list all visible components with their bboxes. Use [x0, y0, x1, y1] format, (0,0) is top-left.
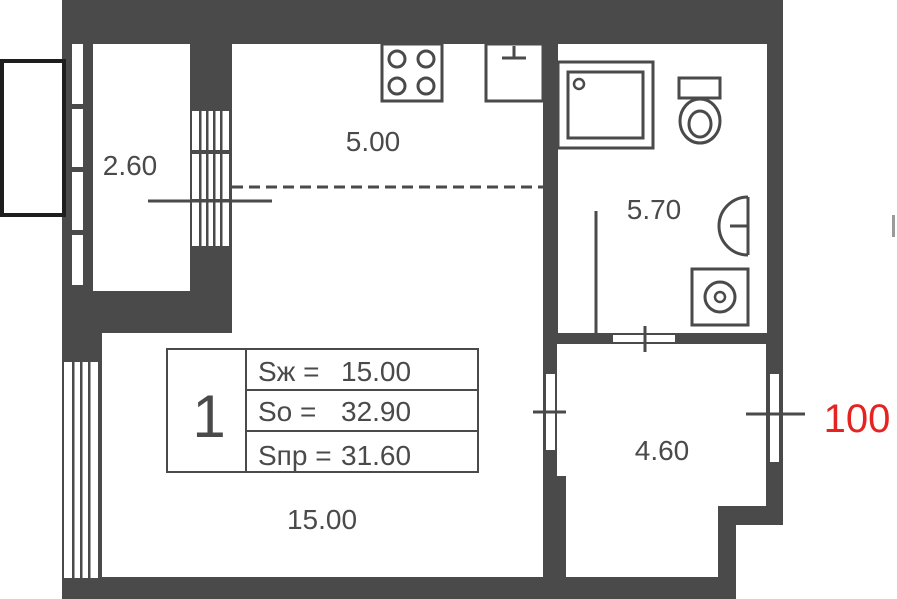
- exterior-notch: [736, 525, 783, 599]
- room-area-living: 15.00: [287, 504, 357, 535]
- table-label-sreduced: Sпр =: [258, 440, 332, 471]
- washbasin-icon: [717, 195, 750, 257]
- area-table: 1 Sж = 15.00 So = 32.90 Sпр = 31.60: [166, 348, 479, 473]
- bathroom-door: [611, 326, 677, 352]
- edge-mark: [892, 215, 895, 237]
- room-area-hallway: 4.60: [635, 435, 690, 466]
- shower-icon: [556, 60, 655, 150]
- sink-icon: [484, 42, 545, 103]
- stove-icon: [380, 42, 444, 103]
- room-area-bathroom: 5.70: [627, 194, 682, 225]
- hallway-floor: [557, 344, 766, 577]
- room-area-kitchen: 5.00: [346, 126, 401, 157]
- living-window: [64, 362, 98, 578]
- room-area-loggia: 2.60: [103, 150, 158, 181]
- table-value-stotal: 32.90: [341, 396, 411, 427]
- washer-icon: [690, 267, 750, 327]
- entrance-door: [746, 372, 805, 464]
- balcony-outline: [0, 59, 66, 217]
- toilet-icon: [677, 76, 722, 145]
- table-value-sliving: 15.00: [341, 356, 411, 387]
- loggia-window: [72, 44, 83, 285]
- unit-number: 100: [824, 397, 891, 441]
- apartment-number: 1: [192, 383, 225, 450]
- table-label-sliving: Sж =: [258, 356, 320, 387]
- table-label-stotal: So =: [258, 396, 316, 427]
- loggia-door: [148, 111, 272, 246]
- loggia-floor: [93, 44, 190, 291]
- hallway-door-left: [533, 372, 566, 452]
- table-value-sreduced: 31.60: [341, 440, 411, 471]
